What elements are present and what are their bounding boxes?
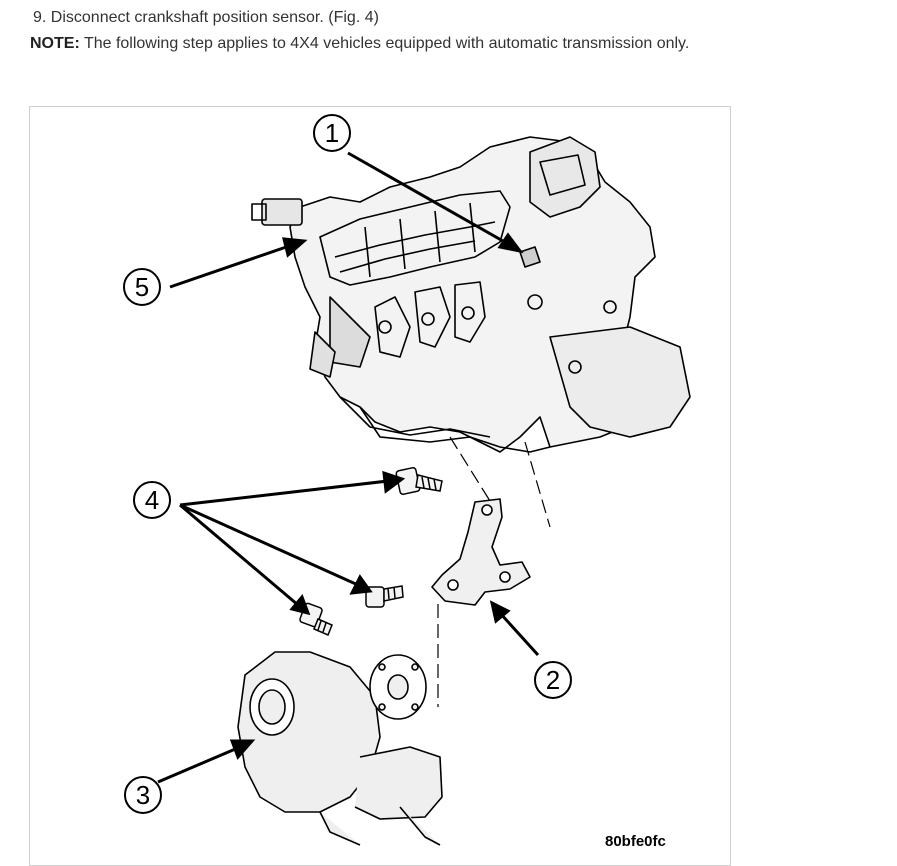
callout-4-circle	[133, 481, 171, 519]
note-text: The following step applies to 4X4 vehicl…	[79, 35, 690, 52]
callout-2-label: 2	[546, 665, 560, 695]
callout-5-circle	[123, 268, 161, 306]
callout-1-circle	[313, 114, 351, 152]
bolt-middle	[365, 585, 404, 608]
figure-id-label: 80bfe0fc	[605, 833, 666, 849]
bolt-upper	[395, 466, 443, 496]
callout-2-circle	[534, 661, 572, 699]
callout-circles	[123, 114, 572, 814]
callout-5-label: 5	[135, 272, 149, 302]
note-paragraph: NOTE: The following step applies to 4X4 …	[30, 35, 689, 53]
callout-4-label: 4	[145, 485, 159, 515]
callout-1-label: 1	[325, 118, 339, 148]
note-label: NOTE:	[30, 35, 80, 52]
step-text: 9. Disconnect crankshaft position sensor…	[33, 9, 379, 26]
mount-bracket	[431, 498, 531, 606]
engine-block-drawing	[251, 136, 691, 453]
alignment-lines	[437, 436, 551, 707]
callout-3-label: 3	[136, 780, 150, 810]
bolts	[299, 466, 443, 636]
engine-diagram: 1 2 3 4 5 80bfe0fc	[123, 114, 691, 849]
leader-arrows	[157, 151, 540, 784]
callout-3-circle	[124, 776, 162, 814]
figure-4-illustration: 1 2 3 4 5 80bfe0fc	[29, 106, 731, 866]
front-axle-housing	[237, 651, 443, 846]
